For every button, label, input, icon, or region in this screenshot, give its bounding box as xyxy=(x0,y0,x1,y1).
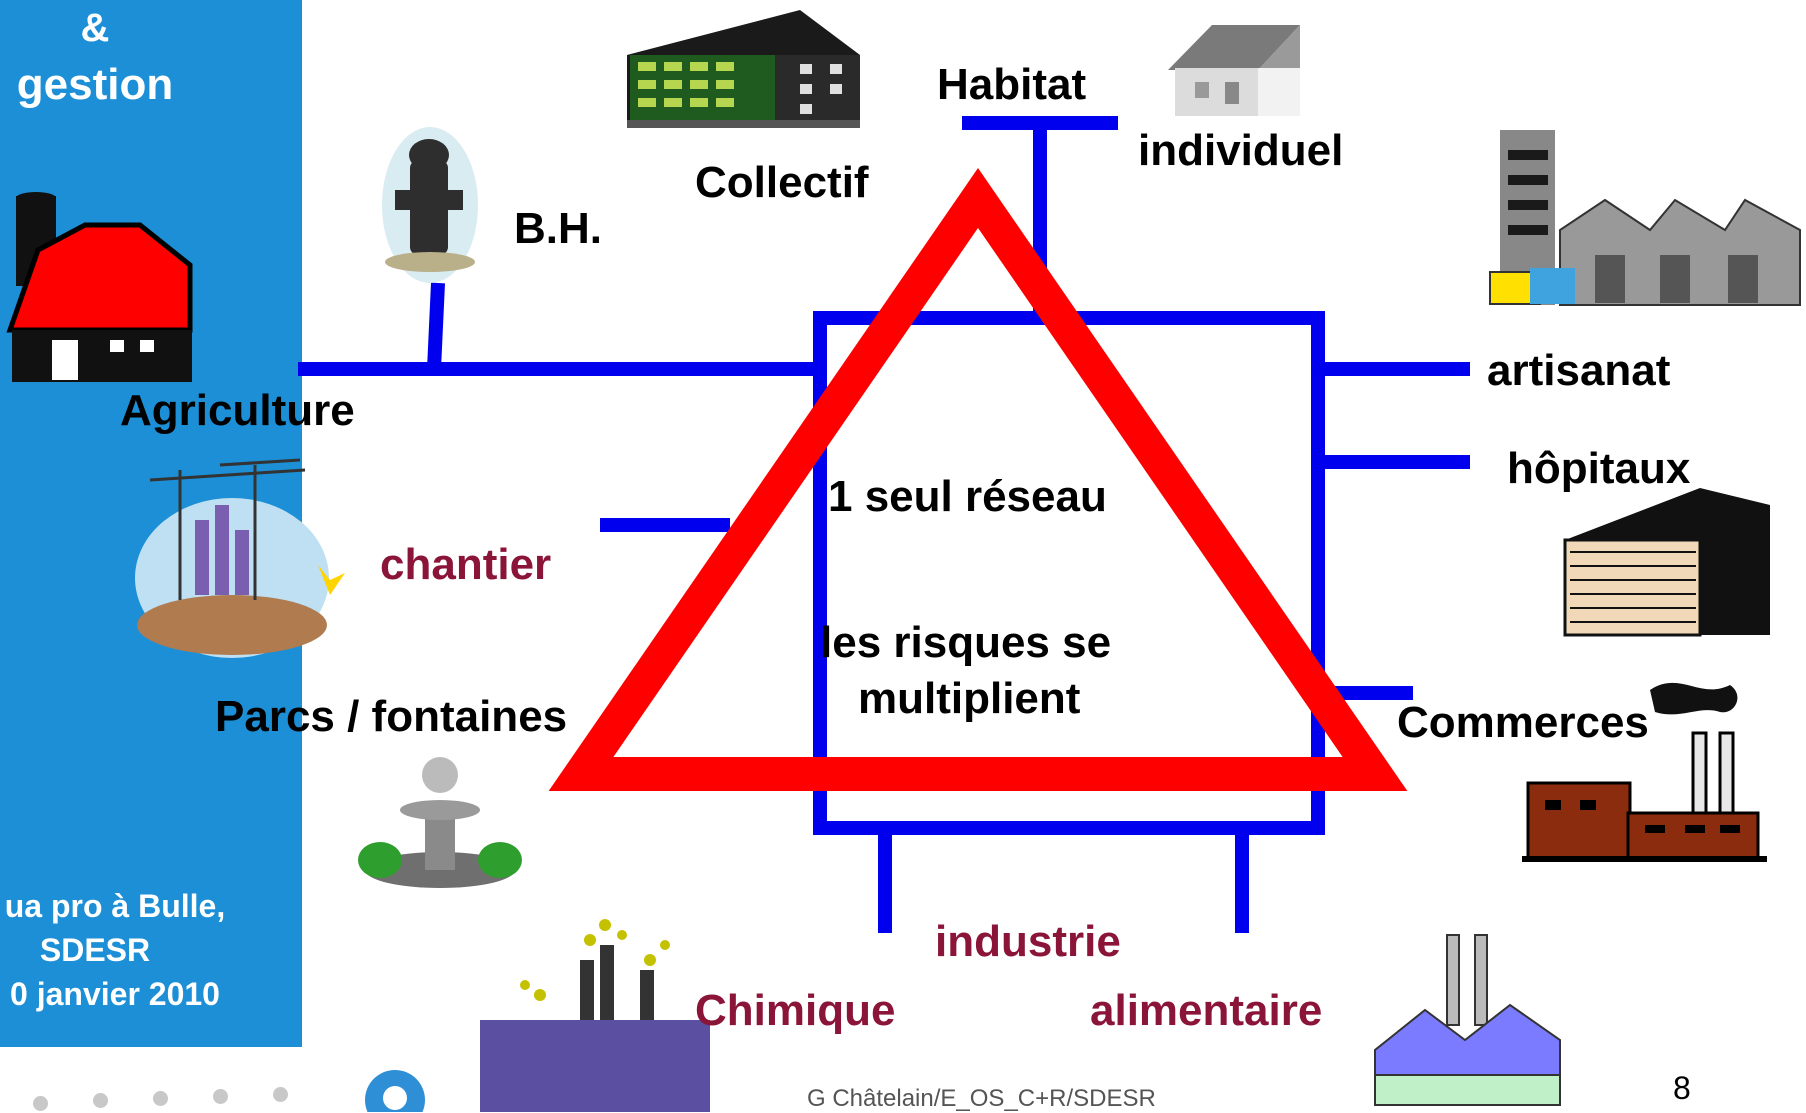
label-industrie: industrie xyxy=(935,917,1121,966)
label-chimique: Chimique xyxy=(695,986,896,1035)
label-commerces: Commerces xyxy=(1397,698,1649,747)
label-individuel: individuel xyxy=(1138,126,1344,175)
center-risk-line2: multiplient xyxy=(858,674,1081,723)
footer-dot xyxy=(153,1091,168,1106)
label-alimentaire: alimentaire xyxy=(1090,986,1323,1035)
sidebar-footer-line2: SDESR xyxy=(39,932,151,968)
fountain-icon xyxy=(358,757,522,888)
sidebar-footer-line3: 0 janvier 2010 xyxy=(10,976,220,1012)
hydrant-icon xyxy=(382,127,478,283)
center-risk-line1: les risques se xyxy=(820,618,1112,667)
factory-icon xyxy=(1489,130,1801,306)
label-collectif: Collectif xyxy=(695,158,869,207)
label-habitat: Habitat xyxy=(937,60,1087,109)
pipe-hydrant-branch xyxy=(427,282,445,370)
label-artisanat: artisanat xyxy=(1487,346,1671,395)
warning-triangle xyxy=(548,168,1408,791)
center-title: 1 seul réseau xyxy=(828,472,1107,521)
building-icon xyxy=(627,10,860,128)
footer-credit: G Châtelain/E_OS_C+R/SDESR xyxy=(807,1085,1156,1112)
label-parcs-fontaines: Parcs / fontaines xyxy=(215,692,568,741)
label-bh: B.H. xyxy=(514,204,602,253)
label-chantier: chantier xyxy=(380,540,552,589)
chemical-plant-icon xyxy=(480,919,710,1112)
logo-icon xyxy=(365,1070,425,1112)
food-factory-icon xyxy=(1374,934,1561,1106)
crane-icon xyxy=(135,458,345,658)
house-icon xyxy=(1168,25,1300,116)
footer-dot xyxy=(93,1093,108,1108)
page-number: 8 xyxy=(1673,1070,1691,1106)
hospital-icon xyxy=(1563,488,1770,637)
pipe-loop xyxy=(813,311,1325,835)
sidebar-footer-line1: ua pro à Bulle, xyxy=(4,888,226,924)
label-hopitaux: hôpitaux xyxy=(1507,444,1691,493)
barn-icon xyxy=(6,192,193,382)
footer-dot xyxy=(33,1096,48,1111)
sidebar-ampersand: & xyxy=(80,6,110,50)
sidebar-title: gestion xyxy=(16,60,174,109)
label-agriculture: Agriculture xyxy=(120,386,355,435)
footer-dot xyxy=(213,1089,228,1104)
footer-dot xyxy=(273,1087,288,1102)
factory-icon xyxy=(1522,682,1767,862)
